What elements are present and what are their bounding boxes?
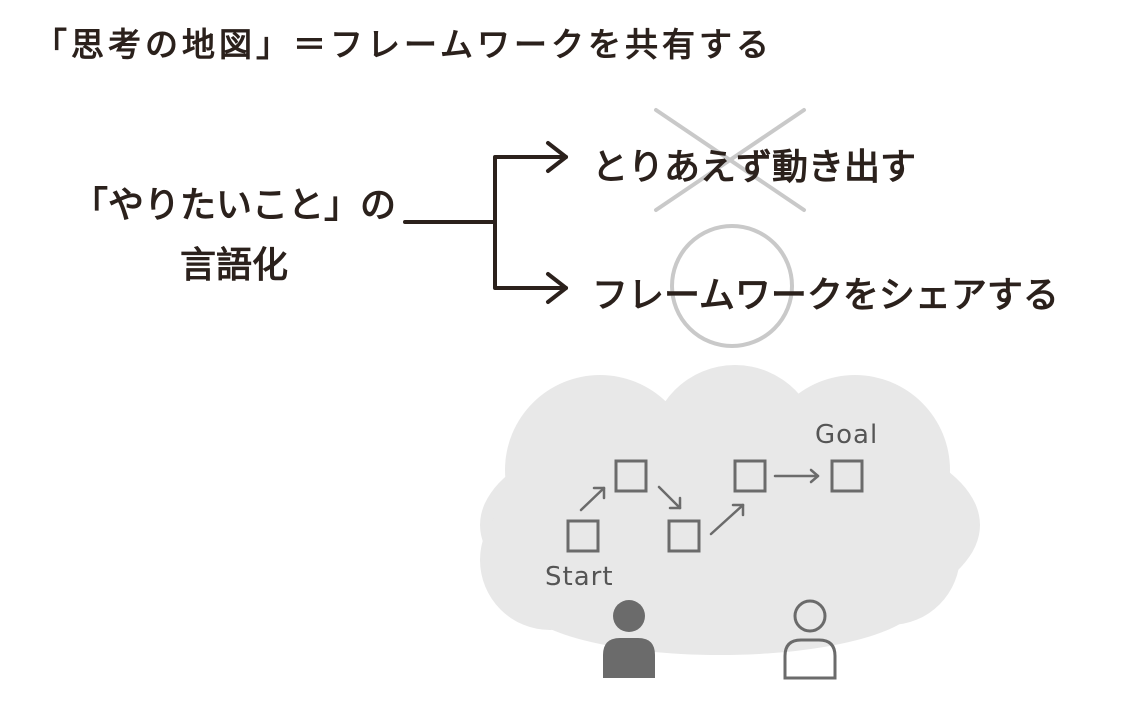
step-box-icon	[667, 519, 701, 553]
branch-connector	[403, 141, 568, 304]
circle-mark-icon	[670, 224, 794, 348]
source-text-line1: 「やりたいこと」の	[71, 185, 396, 226]
arrow-icon	[773, 468, 820, 484]
cross-mark-icon	[654, 108, 806, 212]
arrow-head-bottom	[546, 272, 568, 304]
start-label: Start	[545, 562, 614, 592]
step-box-icon	[733, 459, 767, 493]
cloud-icon	[480, 365, 980, 655]
arrow-icon	[709, 503, 745, 536]
arrow-icon	[657, 485, 682, 510]
step-box-icon	[830, 459, 864, 493]
goal-label: Goal	[815, 420, 879, 450]
arrow-icon	[579, 486, 606, 512]
person-outline-icon	[783, 599, 837, 680]
source-text-line2: 言語化	[179, 245, 288, 286]
page-title: 「思考の地図」＝フレームワークを共有する	[34, 25, 774, 64]
arrow-head-top	[546, 141, 568, 173]
option-label-share-framework: フレームワークをシェアする	[592, 275, 1059, 316]
person-filled-icon	[603, 600, 655, 678]
step-box-icon	[614, 459, 648, 493]
option-label-move-first: とりあえず動き出す	[592, 147, 917, 188]
step-box-icon	[566, 519, 600, 553]
